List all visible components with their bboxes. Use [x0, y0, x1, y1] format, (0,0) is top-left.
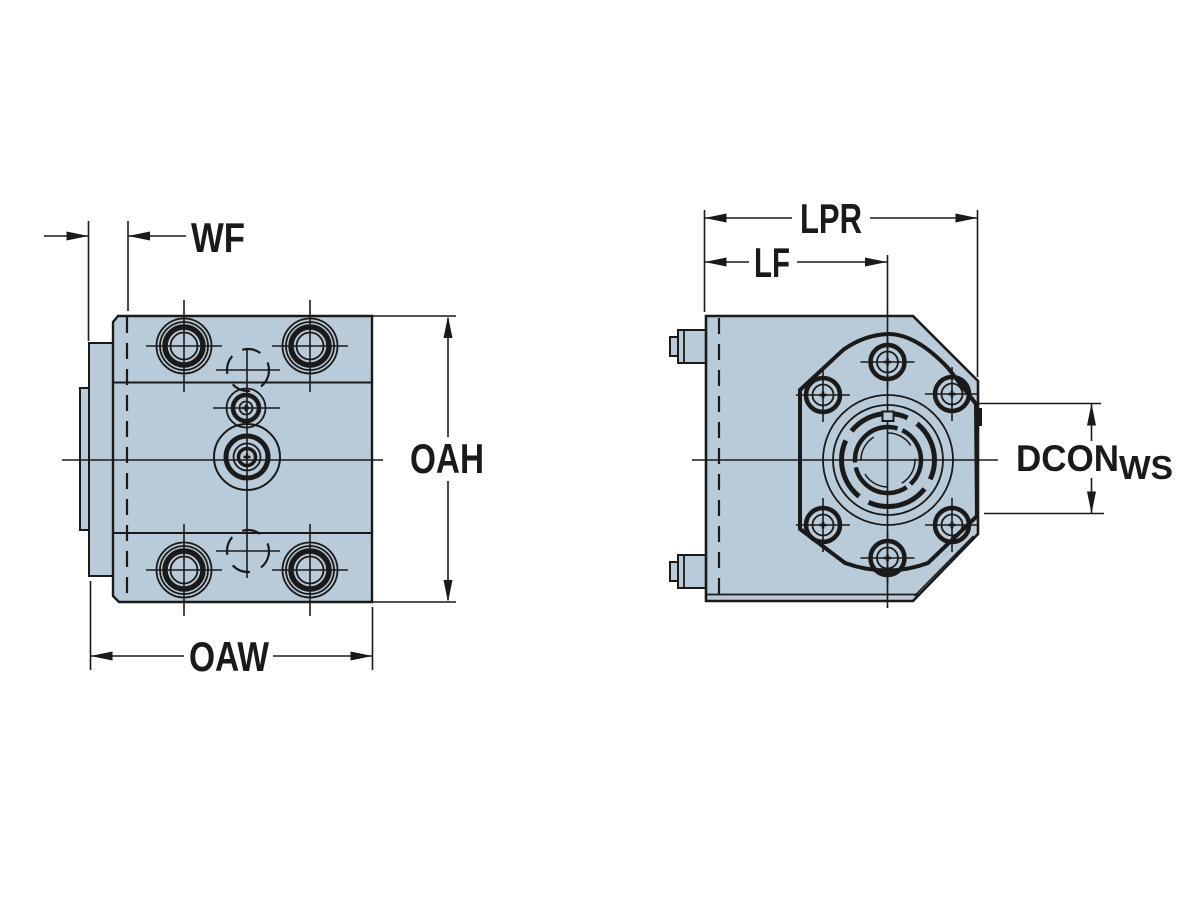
- dcon-ws-subscript-label: WS: [1119, 449, 1173, 486]
- wf-label: WF: [191, 214, 245, 261]
- dcon-label: DCON: [1016, 438, 1119, 479]
- phantom-circle-top: [216, 347, 280, 393]
- center-screw-large: [213, 423, 281, 491]
- lpr-arrow-left: [704, 213, 727, 223]
- dimension-arrowheads: [66, 213, 1096, 661]
- lf-arrow-right: [865, 257, 887, 267]
- dcon-arrow-bottom: [1087, 491, 1096, 514]
- locating-tab-bottom: [669, 554, 707, 589]
- coupling-bore: [822, 394, 954, 526]
- dcon-arrow-top: [1087, 403, 1096, 426]
- lf-label: LF: [754, 239, 790, 286]
- side-view: [669, 210, 1104, 608]
- side-pin-mark: [976, 408, 982, 426]
- lpr-label: LPR: [800, 195, 862, 242]
- front-view: [44, 221, 456, 670]
- locating-tab-top: [669, 329, 707, 364]
- oaw-arrow-right: [350, 651, 373, 661]
- chamfer-inner-line: [913, 535, 975, 597]
- lpr-arrow-right: [955, 213, 978, 223]
- lf-arrow-left: [704, 257, 727, 267]
- oaw-arrow-left: [90, 651, 113, 661]
- oaw-label: OAW: [189, 633, 269, 680]
- phantom-circle-bottom: [216, 528, 280, 574]
- drive-key-notch: [881, 410, 895, 422]
- oah-label: OAH: [410, 435, 484, 482]
- wf-arrow-left: [66, 231, 89, 241]
- wf-arrow-right: [128, 231, 150, 241]
- oah-arrow-top: [443, 316, 453, 338]
- body-front: [111, 314, 374, 604]
- dimension-labels: WF OAH OAW LPR LF DCON WS: [189, 195, 1173, 680]
- oah-arrow-bottom: [443, 580, 453, 602]
- center-screw-small: [213, 387, 280, 429]
